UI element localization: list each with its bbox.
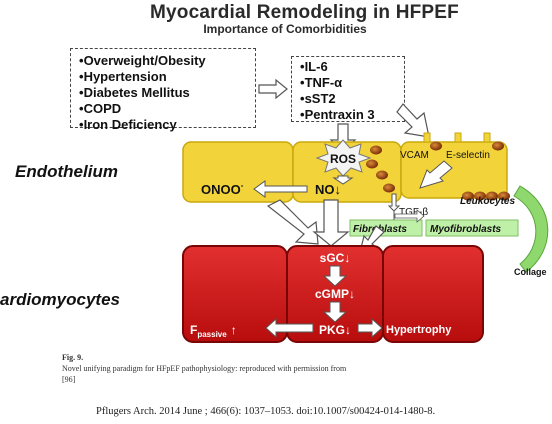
cardiomyocyte-middle <box>286 245 384 343</box>
vcam-label: VCAM <box>400 150 429 161</box>
leukocyte <box>366 159 378 169</box>
citation: Pflugers Arch. 2014 June ; 466(6): 1037–… <box>96 406 436 417</box>
caption-line-1: Novel unifying paradigm for HFpEF pathop… <box>62 364 347 373</box>
collagen-band <box>513 185 549 273</box>
arrow-ros-to-no <box>332 175 354 185</box>
mediators-box: •IL-6 •TNF-α •sST2 •Pentraxin 3 <box>291 56 405 122</box>
endothelial-cell-middle <box>292 141 402 203</box>
endothelial-cell-left <box>182 141 294 203</box>
fibroblasts-label: Fibroblasts <box>353 224 407 235</box>
fibroblasts-box <box>349 219 423 237</box>
mediator-item: •sST2 <box>300 91 336 106</box>
e-selectin-label: E-selectin <box>446 150 490 161</box>
leukocyte <box>376 170 388 180</box>
leukocyte <box>462 191 474 201</box>
collagen-label: Collage <box>514 267 547 277</box>
figure-caption: Fig. 9. Novel unifying paradigm for HFpE… <box>62 352 482 385</box>
receptor-bump <box>454 132 462 143</box>
onoo-label: ONOO- <box>201 181 244 197</box>
figure-title: Myocardial Remodeling in HFPEF <box>150 2 459 23</box>
comorbidities-box: •Overweight/Obesity •Hypertension •Diabe… <box>70 48 256 132</box>
leukocytes-label: Leukocytes <box>460 196 515 207</box>
arrow-pkg-to-fpassive <box>265 317 314 339</box>
tgf-beta-label: TGF-β <box>399 207 428 218</box>
hypertrophy-label: Hypertrophy <box>386 324 452 336</box>
arrow-tgf-to-fibroblasts <box>394 209 425 223</box>
comorbidity-item: •Hypertension <box>79 69 167 84</box>
mediator-item: •Pentraxin 3 <box>300 107 375 122</box>
leukocyte <box>486 191 498 201</box>
arrow-sgc-to-cgmp <box>322 265 348 287</box>
myofibroblasts-box <box>425 219 519 237</box>
leukocyte <box>492 141 504 151</box>
myofibroblasts-label: Myofibroblasts <box>430 224 502 235</box>
caption-fig-number: Fig. 9. <box>62 353 84 362</box>
pkg-label: PKG↓ <box>319 323 351 337</box>
arrow-no-to-onoo <box>253 180 308 198</box>
comorbidity-item: •Iron Deficiency <box>79 117 177 132</box>
arrow-cgmp-to-pkg <box>322 301 348 323</box>
cardiomyocyte-right <box>382 245 484 343</box>
cgmp-label: cGMP↓ <box>315 287 355 301</box>
arrow-onoo-to-sgc <box>266 199 319 245</box>
sgc-label: sGC↓ <box>320 251 351 265</box>
comorbidity-item: •Diabetes Mellitus <box>79 85 190 100</box>
arrow-comorbidities-to-mediators <box>258 78 288 100</box>
leukocyte-cluster <box>366 141 510 201</box>
ros-label: ROS <box>330 152 356 166</box>
cardiomyocyte-layer <box>182 245 484 343</box>
comorbidity-item: •Overweight/Obesity <box>79 53 206 68</box>
leukocyte <box>498 191 510 201</box>
leukocyte <box>383 183 395 193</box>
mediator-item: •IL-6 <box>300 59 328 74</box>
mediator-item: •TNF-α <box>300 75 343 90</box>
arrow-mediators-to-ros <box>329 123 357 153</box>
caption-line-2: [96] <box>62 375 76 384</box>
ros-burst: ROS <box>315 139 372 177</box>
leukocyte <box>370 145 382 155</box>
cardiomyocytes-label: ardiomyocytes <box>0 290 120 309</box>
no-label: NO↓ <box>315 182 341 197</box>
leukocyte <box>474 191 486 201</box>
receptor-bump <box>483 132 491 143</box>
arrow-no-to-sgc <box>312 199 350 247</box>
arrow-fibroblasts-to-cardio <box>359 225 385 253</box>
cardiomyocyte-left <box>182 245 288 343</box>
leukocyte <box>430 141 442 151</box>
arrow-pkg-to-hypertrophy <box>357 317 383 339</box>
arrow-leukocytes-to-tgf <box>387 193 401 212</box>
figure-subtitle: Importance of Comorbidities <box>203 22 367 36</box>
endothelium-label: Endothelium <box>15 162 118 181</box>
arrow-to-leukocytes <box>419 160 453 189</box>
comorbidity-item: •COPD <box>79 101 122 116</box>
endothelium-layer <box>182 132 508 203</box>
f-passive-label: Fpassive↑ <box>190 323 237 339</box>
receptor-bump <box>423 132 431 143</box>
endothelial-cell-right <box>400 141 508 199</box>
